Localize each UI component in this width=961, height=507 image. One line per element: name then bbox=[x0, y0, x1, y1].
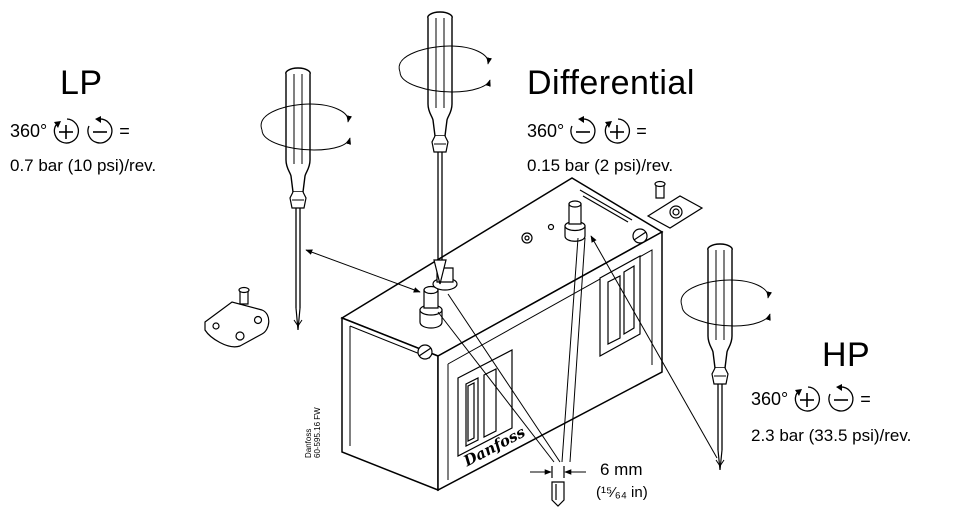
lp-equals: = bbox=[119, 120, 130, 141]
scale-window-right bbox=[599, 254, 641, 358]
tool-size-inch: (¹⁵⁄₆₄ in) bbox=[596, 484, 648, 501]
plus-arrow-icon bbox=[54, 118, 80, 144]
minus-arrow-icon bbox=[828, 384, 854, 412]
drawing-ref-brand: Danfoss bbox=[304, 428, 313, 458]
plus-arrow-icon bbox=[795, 386, 821, 412]
hp-equals: = bbox=[860, 388, 871, 409]
tool-lines bbox=[437, 237, 586, 463]
hp-title: HP bbox=[822, 336, 871, 374]
top-details bbox=[417, 189, 648, 360]
minus-arrow-icon bbox=[87, 116, 113, 144]
differential-rate: 0.15 bar (2 psi)/rev. bbox=[527, 156, 674, 175]
plus-arrow-icon bbox=[605, 118, 631, 144]
minus-arrow-icon bbox=[570, 116, 596, 144]
lp-rate: 0.7 bar (10 psi)/rev. bbox=[10, 156, 157, 175]
lp-screwdriver bbox=[285, 67, 311, 331]
hp-locking-plate bbox=[646, 180, 704, 229]
hp-degrees: 360° bbox=[751, 388, 789, 409]
differential-equals: = bbox=[636, 120, 647, 141]
tool-section bbox=[551, 466, 565, 507]
lp-spindle bbox=[419, 285, 443, 329]
differential-title: Differential bbox=[527, 64, 695, 102]
guide-arrows bbox=[305, 235, 718, 459]
scale-window-left bbox=[457, 349, 513, 457]
hp-rotation-row: 360° = bbox=[751, 384, 871, 414]
lp-title: LP bbox=[60, 64, 103, 102]
lp-degrees: 360° bbox=[10, 120, 48, 141]
differential-screwdriver bbox=[427, 11, 453, 285]
hp-screwdriver bbox=[707, 243, 733, 471]
drawing-ref-code: 60-595.16 FW bbox=[313, 407, 322, 458]
hp-rate: 2.3 bar (33.5 psi)/rev. bbox=[751, 426, 912, 445]
differential-rotation-row: 360° = bbox=[527, 116, 647, 146]
differential-degrees: 360° bbox=[527, 120, 565, 141]
lp-rotation-row: 360° = bbox=[10, 116, 130, 146]
housing-bevels bbox=[349, 249, 653, 480]
hp-spindle bbox=[564, 200, 586, 242]
rotation-arrows bbox=[260, 45, 772, 327]
lp-locking-plate bbox=[204, 286, 270, 348]
tool-size: 6 mm bbox=[600, 460, 643, 479]
